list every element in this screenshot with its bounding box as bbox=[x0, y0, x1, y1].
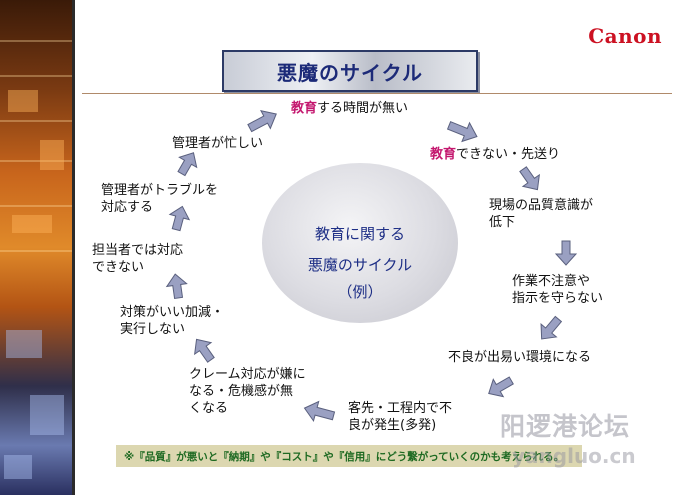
cycle-arrow-3 bbox=[516, 164, 544, 194]
footer-note: ※『品質』が悪いと『納期』や『コスト』や『信用』にどう繋がっていくのかも考えられ… bbox=[124, 450, 565, 463]
page-title: 悪魔のサイクル bbox=[277, 60, 423, 85]
center-line-2: 悪魔のサイクル bbox=[307, 256, 413, 274]
node-line: 低下 bbox=[489, 215, 516, 230]
node-line: 管理者が忙しい bbox=[172, 136, 264, 151]
node-line: なる・危機感が無 bbox=[189, 384, 294, 399]
node-line: 管理者がトラブルを bbox=[101, 183, 219, 198]
cycle-node-no-training-time: 教育する時間が無い bbox=[291, 100, 408, 117]
cycle-arrow-6 bbox=[485, 374, 515, 400]
header-divider bbox=[82, 93, 672, 94]
footer-note-bar: ※『品質』が悪いと『納期』や『コスト』や『信用』にどう繋がっていくのかも考えられ… bbox=[116, 445, 582, 467]
cycle-arrow-8 bbox=[190, 336, 218, 364]
node-text: する時間が無い bbox=[317, 101, 409, 116]
cycle-node-defects-occur: 客先・工程内で不 良が発生(多発) bbox=[348, 400, 452, 434]
cycle-arrow-10 bbox=[166, 204, 192, 234]
cycle-arrow-7 bbox=[302, 400, 336, 424]
cycle-node-manager-busy: 管理者が忙しい bbox=[172, 135, 263, 152]
center-line-1: 教育に関する bbox=[314, 225, 405, 243]
center-line-3: （例） bbox=[337, 283, 383, 301]
node-highlight: 教育 bbox=[291, 101, 318, 116]
node-line: 実行しない bbox=[120, 322, 186, 337]
node-text: できない・先送り bbox=[456, 147, 561, 162]
cycle-node-manager-handles-trouble: 管理者がトラブルを 対応する bbox=[101, 182, 218, 216]
cycle-node-staff-cannot-handle: 担当者では対応 できない bbox=[92, 242, 183, 276]
watermark-url: yangluo.cn bbox=[512, 444, 636, 468]
cycle-arrow-4 bbox=[553, 237, 579, 267]
panel-divider bbox=[72, 0, 75, 495]
decorative-side-panel bbox=[0, 0, 72, 495]
canon-logo: Canon bbox=[588, 24, 662, 48]
center-circle: 教育に関する 悪魔のサイクル （例） bbox=[262, 163, 458, 323]
cycle-node-sloppy-countermeasures: 対策がいい加減・ 実行しない bbox=[120, 304, 224, 338]
node-line: 対応する bbox=[101, 200, 154, 215]
cycle-node-defect-prone-environment: 不良が出易い環境になる bbox=[448, 349, 591, 366]
title-banner: 悪魔のサイクル bbox=[222, 50, 478, 92]
node-line: クレーム対応が嫌に bbox=[189, 367, 306, 382]
cycle-node-careless-work: 作業不注意や 指示を守らない bbox=[512, 273, 603, 307]
node-line: 不良が出易い環境になる bbox=[448, 350, 592, 365]
node-line: 担当者では対応 bbox=[92, 243, 184, 258]
node-line: 対策がいい加減・ bbox=[120, 305, 225, 320]
node-line: できない bbox=[92, 260, 145, 275]
cycle-arrow-11 bbox=[174, 150, 200, 178]
cycle-arrow-5 bbox=[535, 314, 565, 344]
node-highlight: 教育 bbox=[430, 147, 457, 162]
node-line: 作業不注意や bbox=[512, 274, 591, 289]
node-line: 現場の品質意識が bbox=[489, 198, 594, 213]
cycle-node-claim-handling-aversion: クレーム対応が嫌に なる・危機感が無 くなる bbox=[189, 366, 306, 417]
cycle-node-quality-awareness-drop: 現場の品質意識が 低下 bbox=[489, 197, 593, 231]
cycle-arrow-2 bbox=[446, 118, 480, 144]
cycle-arrow-1 bbox=[246, 108, 280, 134]
cycle-node-training-postponed: 教育できない・先送り bbox=[430, 146, 560, 163]
node-line: 客先・工程内で不 bbox=[348, 401, 453, 416]
cycle-arrow-9 bbox=[164, 272, 190, 302]
node-line: 指示を守らない bbox=[512, 291, 604, 306]
watermark-text: 阳逻港论坛 bbox=[500, 412, 631, 441]
node-line: 良が発生(多発) bbox=[348, 418, 437, 433]
node-line: くなる bbox=[189, 401, 229, 416]
